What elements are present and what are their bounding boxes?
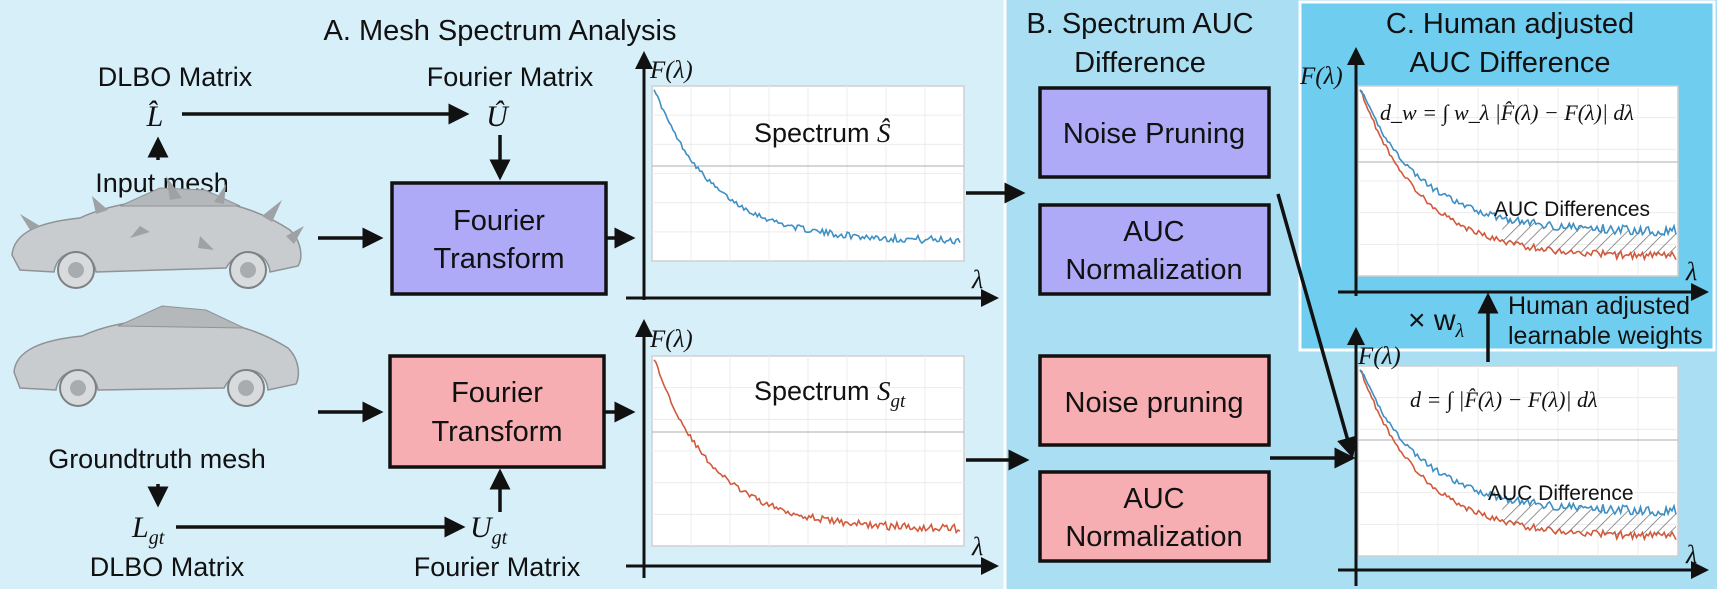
times-w-lambda: × wλ xyxy=(1408,304,1465,342)
auc-normalization-box-top xyxy=(1038,203,1271,296)
human-adjusted-line2: learnable weights xyxy=(1508,322,1703,350)
auc-difference-x-label: λ xyxy=(1685,540,1697,569)
noise-pruning-box-bottom xyxy=(1038,354,1271,447)
spectrum-plot-bottom: F(λ) λ Spectrum Sgt xyxy=(626,319,999,578)
auc-norm-top-line1: AUC xyxy=(1123,216,1184,248)
auc-norm-bottom-line1: AUC xyxy=(1123,483,1184,515)
arrow-b-top-to-auc-plot xyxy=(1276,193,1358,459)
formula-unweighted: d = ∫ |F̂(λ) − F(λ)| dλ xyxy=(1410,387,1598,413)
ft-top-line1: Fourier xyxy=(453,205,545,237)
auc-weighted-blue-curve xyxy=(1359,89,1677,237)
spectrum-top-x-label: λ xyxy=(971,265,983,294)
auc-norm-bottom-line2: Normalization xyxy=(1065,521,1242,553)
auc-difference-label: AUC Difference xyxy=(1488,482,1634,505)
panel-c-title-line2: AUC Difference xyxy=(1410,47,1611,79)
ft-bottom-line1: Fourier xyxy=(451,377,543,409)
spectrum-bottom-x-label: λ xyxy=(971,532,983,561)
auc-difference-blue-curve xyxy=(1359,369,1677,517)
dlbo-matrix-top-label: DLBO Matrix xyxy=(98,62,253,92)
panel-a-title: A. Mesh Spectrum Analysis xyxy=(324,15,677,47)
auc-norm-top-line2: Normalization xyxy=(1065,254,1242,286)
fourier-transform-box-bottom xyxy=(388,354,606,469)
fourier-matrix-bottom-label: Fourier Matrix xyxy=(414,552,581,582)
u-hat-symbol: Û xyxy=(486,100,510,133)
auc-weighted-x-label: λ xyxy=(1685,257,1697,286)
fourier-transform-box-top xyxy=(390,181,608,296)
auc-weighted-red-curve xyxy=(1359,89,1677,262)
panel-c-title-line1: C. Human adjusted xyxy=(1386,8,1634,40)
auc-difference-red-curve xyxy=(1359,369,1677,542)
dlbo-matrix-bottom-label: DLBO Matrix xyxy=(90,552,245,582)
input-mesh-car xyxy=(11,176,304,289)
panel-b-title-line2: Difference xyxy=(1074,47,1206,79)
spectrum-bottom-y-label: F(λ) xyxy=(649,326,693,353)
u-gt-symbol: Ugt xyxy=(470,511,508,549)
auc-difference-y-label: F(λ) xyxy=(1357,343,1401,370)
ft-top-line2: Transform xyxy=(433,243,564,275)
groundtruth-mesh-car xyxy=(13,305,300,407)
fourier-matrix-top-label: Fourier Matrix xyxy=(427,62,594,92)
human-adjusted-line1: Human adjusted xyxy=(1508,292,1690,320)
spectrum-top-y-label: F(λ) xyxy=(649,57,693,84)
l-hat-symbol: L̂ xyxy=(146,100,164,133)
spectrum-bottom-label: Spectrum Sgt xyxy=(754,376,906,412)
panel-b-title-line1: B. Spectrum AUC xyxy=(1026,8,1253,40)
auc-differences-label: AUC Differences xyxy=(1494,198,1650,221)
formula-weighted: d_w = ∫ w_λ |F̂(λ) − F(λ)| dλ xyxy=(1380,100,1634,126)
auc-weighted-y-label: F(λ) xyxy=(1299,63,1343,90)
spectrum-bottom-curve xyxy=(653,359,961,535)
spectrum-plot-top: F(λ) λ Spectrum Ŝ xyxy=(626,51,999,307)
groundtruth-mesh-label: Groundtruth mesh xyxy=(48,444,266,474)
noise-pruning-bottom-label: Noise pruning xyxy=(1065,387,1244,419)
spectrum-top-curve xyxy=(653,89,961,245)
auc-normalization-box-bottom xyxy=(1038,470,1271,563)
auc-weighted-plot: F(λ) λ d_w = ∫ w_λ |F̂(λ) − F(λ)| dλ AUC… xyxy=(1299,47,1709,301)
l-gt-symbol: Lgt xyxy=(131,511,165,549)
spectrum-top-label: Spectrum Ŝ xyxy=(754,118,891,148)
noise-pruning-box-top xyxy=(1038,86,1271,179)
auc-difference-plot: F(λ) λ d = ∫ |F̂(λ) − F(λ)| dλ AUC Diffe… xyxy=(1338,327,1709,586)
ft-bottom-line2: Transform xyxy=(431,416,562,448)
noise-pruning-top-label: Noise Pruning xyxy=(1063,118,1245,150)
